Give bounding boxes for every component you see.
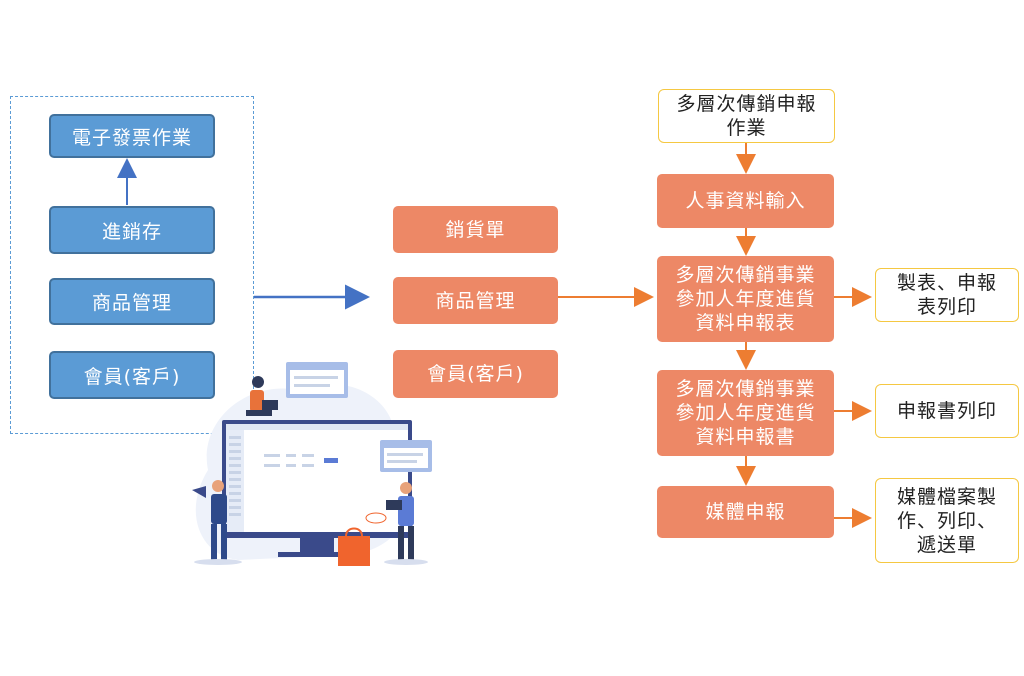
node-e-invoice-label: 電子發票作業 — [71, 126, 192, 149]
node-e-invoice: 電子發票作業 — [49, 114, 215, 158]
node-annual-purchase-form: 多層次傳銷事業 參加人年度進貨 資料申報表 — [657, 256, 834, 342]
node-print-declaration-label: 申報書列印 — [896, 400, 997, 422]
node-media-file-output-label: 媒體檔案製 作、列印、 遞送單 — [896, 485, 997, 556]
node-product-management-middle-label: 商品管理 — [435, 289, 516, 312]
computer-with-people-icon — [192, 362, 432, 566]
left-system-group — [10, 96, 254, 434]
node-mlm-declaration-label: 多層次傳銷申報 作業 — [676, 93, 817, 139]
node-print-forms: 製表、申報 表列印 — [875, 268, 1019, 322]
node-media-declaration: 媒體申報 — [657, 486, 834, 538]
node-annual-purchase-declaration: 多層次傳銷事業 參加人年度進貨 資料申報書 — [657, 370, 834, 456]
node-media-file-output: 媒體檔案製 作、列印、 遞送單 — [875, 478, 1019, 563]
node-sales-order: 銷貨單 — [393, 206, 558, 253]
node-annual-purchase-declaration-label: 多層次傳銷事業 參加人年度進貨 資料申報書 — [675, 378, 816, 448]
node-mlm-declaration: 多層次傳銷申報 作業 — [658, 89, 835, 143]
node-product-management-left-label: 商品管理 — [91, 292, 172, 314]
node-media-declaration-label: 媒體申報 — [705, 501, 786, 523]
node-personnel-input: 人事資料輸入 — [657, 174, 834, 228]
node-inventory: 進銷存 — [49, 206, 215, 254]
node-member-middle-label: 會員(客戶) — [427, 363, 524, 385]
node-print-forms-label: 製表、申報 表列印 — [896, 272, 997, 318]
node-personnel-input-label: 人事資料輸入 — [685, 190, 806, 212]
node-member-middle: 會員(客戶) — [393, 350, 558, 398]
node-print-declaration: 申報書列印 — [875, 384, 1019, 438]
node-member-left: 會員(客戶) — [49, 351, 215, 399]
node-annual-purchase-form-label: 多層次傳銷事業 參加人年度進貨 資料申報表 — [675, 264, 816, 334]
node-inventory-label: 進銷存 — [101, 220, 162, 243]
node-sales-order-label: 銷貨單 — [445, 218, 506, 241]
node-product-management-left: 商品管理 — [49, 278, 215, 325]
node-product-management-middle: 商品管理 — [393, 277, 558, 324]
node-member-left-label: 會員(客戶) — [83, 365, 181, 388]
